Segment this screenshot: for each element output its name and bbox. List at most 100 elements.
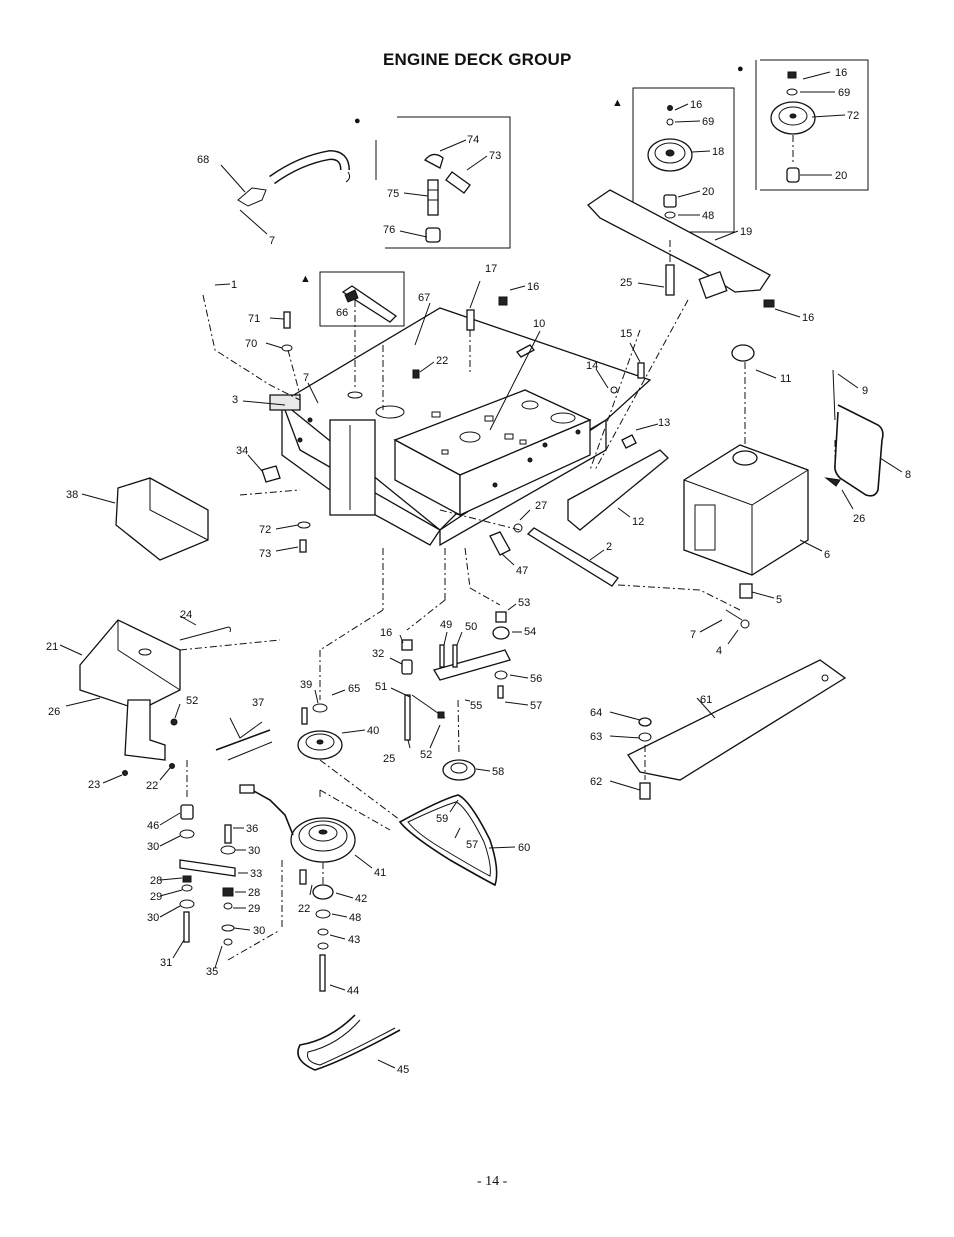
assembly-centerlines: [179, 299, 836, 961]
callout-57: 57: [466, 839, 478, 851]
lever-37: [215, 717, 273, 761]
callout-45: 45: [397, 1064, 409, 1076]
callout-19: 19: [740, 226, 752, 238]
callout-10: 10: [533, 318, 545, 330]
callout-66: 66: [336, 307, 348, 319]
callout-46: 46: [147, 820, 159, 832]
callout-3: 3: [232, 394, 238, 406]
triangle-marker-fitting-inset: ▲: [300, 273, 311, 285]
callout-44: 44: [347, 985, 359, 997]
idler-link-stack: [179, 804, 236, 946]
callout-labels: 16 69 72 20 16 69 18 20 48 19 25 16 74 7…: [46, 67, 911, 1076]
pulley-72-inset: [770, 71, 816, 183]
circle-marker-pulley-kit: ●: [737, 63, 744, 75]
callout-42: 42: [355, 893, 367, 905]
callout-16: 16: [802, 312, 814, 324]
callout-64: 64: [590, 707, 602, 719]
callout-33: 33: [250, 868, 262, 880]
callout-20: 20: [702, 186, 714, 198]
callout-30: 30: [253, 925, 265, 937]
callout-70: 70: [245, 338, 257, 350]
callout-30: 30: [248, 845, 260, 857]
callout-17: 17: [485, 263, 497, 275]
callout-30: 30: [147, 912, 159, 924]
callout-35: 35: [206, 966, 218, 978]
callout-22: 22: [146, 780, 158, 792]
callout-2: 2: [606, 541, 612, 553]
callout-16: 16: [527, 281, 539, 293]
deck-hardware: [281, 296, 645, 394]
callout-1: 1: [231, 279, 237, 291]
callout-72: 72: [847, 110, 859, 122]
callout-69: 69: [702, 116, 714, 128]
callout-41: 41: [374, 867, 386, 879]
idler-arm-19: [587, 189, 775, 308]
callout-72: 72: [259, 524, 271, 536]
callout-60: 60: [518, 842, 530, 854]
callout-26: 26: [48, 706, 60, 718]
fuel-hose: [200, 149, 351, 401]
callout-47: 47: [516, 565, 528, 577]
tank-strap-8: [824, 369, 884, 497]
callout-36: 36: [246, 823, 258, 835]
callout-7: 7: [690, 629, 696, 641]
callout-7: 7: [303, 372, 309, 384]
page-title: ENGINE DECK GROUP: [383, 50, 572, 69]
callout-25: 25: [620, 277, 632, 289]
callout-14: 14: [586, 360, 598, 372]
callout-40: 40: [367, 725, 379, 737]
callout-12: 12: [632, 516, 644, 528]
callout-56: 56: [530, 673, 542, 685]
callout-21: 21: [46, 641, 58, 653]
callout-52: 52: [186, 695, 198, 707]
callout-51: 51: [375, 681, 387, 693]
callout-48: 48: [702, 210, 714, 222]
callout-50: 50: [465, 621, 477, 633]
side-shield-12: [567, 434, 669, 531]
callout-69: 69: [838, 87, 850, 99]
triangle-marker-idler-kit: ▲: [612, 97, 623, 109]
callout-28: 28: [248, 887, 260, 899]
callout-62: 62: [590, 776, 602, 788]
callout-49: 49: [440, 619, 452, 631]
fuel-fitting-parts: [725, 609, 750, 629]
callout-59: 59: [436, 813, 448, 825]
engine-pulley-40: [297, 703, 343, 760]
pedal-bracket-21: [79, 619, 231, 776]
callout-76: 76: [383, 224, 395, 236]
callout-15: 15: [620, 328, 632, 340]
callout-37: 37: [252, 697, 264, 709]
callout-28: 28: [150, 875, 162, 887]
inset-box-elbow-fitting: [319, 271, 405, 327]
callout-58: 58: [492, 766, 504, 778]
callout-74: 74: [467, 134, 479, 146]
callout-9: 9: [862, 385, 868, 397]
callout-73: 73: [259, 548, 271, 560]
callout-43: 43: [348, 934, 360, 946]
callout-68: 68: [197, 154, 209, 166]
callout-48: 48: [349, 912, 361, 924]
callout-75: 75: [387, 188, 399, 200]
callout-63: 63: [590, 731, 602, 743]
callout-24: 24: [180, 609, 192, 621]
deck-belt-60: [398, 794, 498, 887]
callout-73: 73: [489, 150, 501, 162]
callout-32: 32: [372, 648, 384, 660]
callout-38: 38: [66, 489, 78, 501]
callout-34: 34: [236, 445, 248, 457]
callout-54: 54: [524, 626, 536, 638]
callout-52: 52: [420, 749, 432, 761]
callout-31: 31: [160, 957, 172, 969]
engine-belt-45: [297, 1014, 401, 1071]
callout-30: 30: [147, 841, 159, 853]
fuel-tank-6: [617, 344, 809, 611]
fitting-inset-parts: [424, 153, 471, 243]
belt-cover-38: [115, 477, 209, 561]
callout-22: 22: [298, 903, 310, 915]
callout-65: 65: [348, 683, 360, 695]
callout-18: 18: [712, 146, 724, 158]
callout-22: 22: [436, 355, 448, 367]
inset-box-pulley-top-right: [755, 59, 869, 191]
callout-13: 13: [658, 417, 670, 429]
